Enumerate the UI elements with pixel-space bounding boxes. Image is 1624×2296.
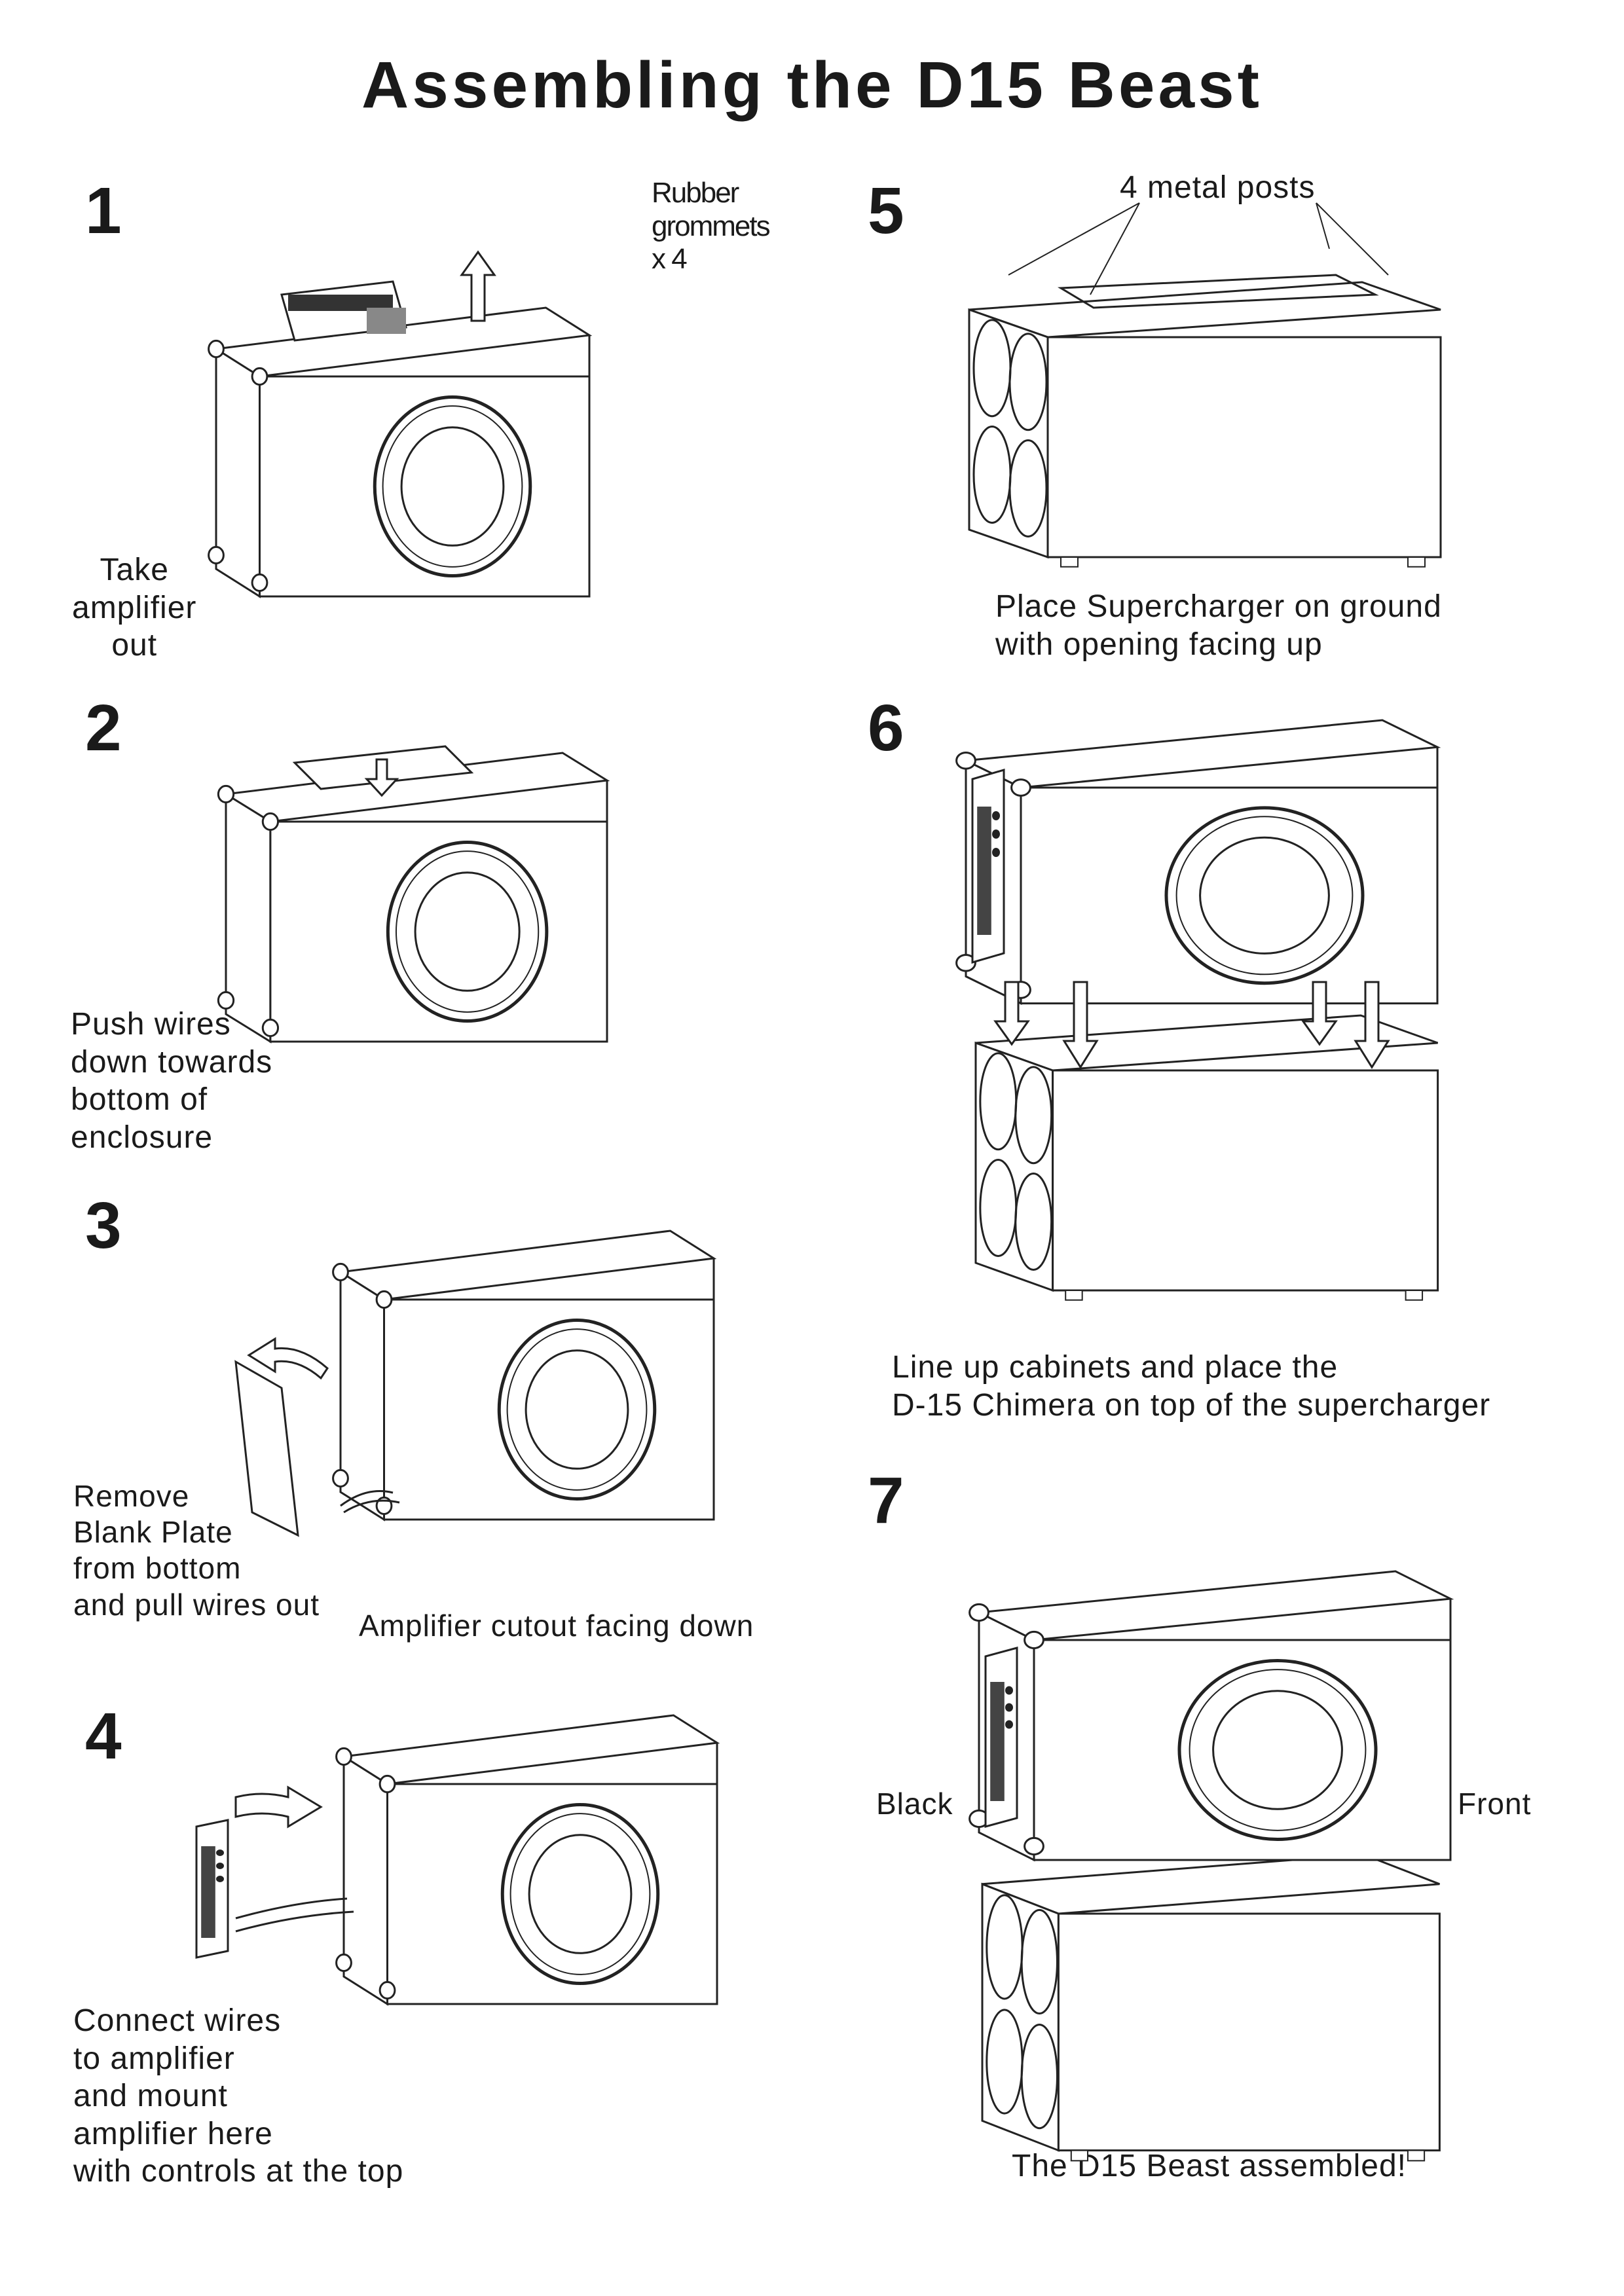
step-2-number: 2 [85, 691, 122, 765]
step-7-illustration [970, 1571, 1450, 2162]
step-6-number: 6 [868, 691, 904, 765]
step-1-caption: Take amplifier out [72, 553, 197, 663]
step-4-caption: Connect wires to amplifier and mount amp… [73, 2003, 404, 2189]
step-5-number: 5 [868, 174, 904, 247]
step-3-caption: Remove Blank Plate from bottom and pull … [73, 1479, 320, 1622]
step-6-caption: Line up cabinets and place the D-15 Chim… [892, 1350, 1491, 1423]
step-3-note: Amplifier cutout facing down [359, 1609, 754, 1643]
step-6-illustration [957, 720, 1438, 1302]
step-5-caption: Place Supercharger on ground with openin… [995, 589, 1442, 662]
metal-posts-callout: 4 metal posts [1120, 170, 1316, 205]
front-label: Front [1458, 1787, 1532, 1821]
back-label: Black [876, 1787, 953, 1821]
step-1-illustration [209, 252, 589, 596]
step-2-illustration [218, 746, 607, 1042]
step-1-number: 1 [85, 174, 122, 247]
step-5-illustration [968, 203, 1442, 568]
step-2-caption: Push wires down towards bottom of enclos… [71, 1007, 273, 1155]
step-4-illustration [195, 1715, 717, 2004]
step-3-number: 3 [85, 1189, 122, 1262]
rubber-grommets-callout: Rubber grommets x 4 [652, 177, 771, 276]
step-3-illustration [236, 1231, 714, 1535]
step-4-number: 4 [85, 1700, 122, 1773]
page-title: Assembling the D15 Beast [361, 48, 1263, 122]
step-7-number: 7 [868, 1464, 904, 1537]
step-7-caption: The D15 Beast assembled! [1012, 2149, 1407, 2183]
